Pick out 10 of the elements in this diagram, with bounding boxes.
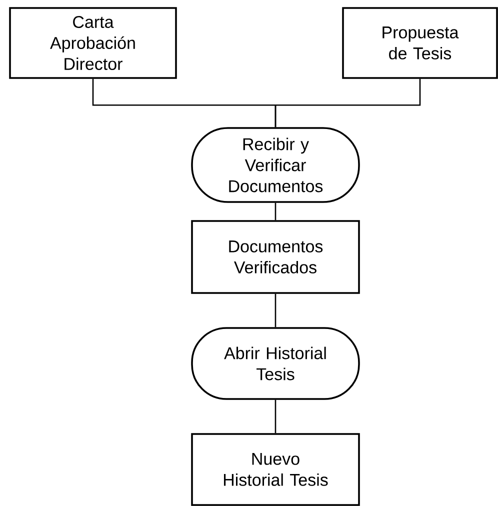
process-terminal: Abrir Historial Tesis bbox=[191, 327, 360, 400]
connector-line bbox=[274, 294, 276, 328]
document-box: Documentos Verificados bbox=[191, 220, 360, 294]
connector-line bbox=[274, 78, 421, 128]
document-box: Nuevo Historial Tesis bbox=[191, 433, 360, 506]
process-terminal: Recibir y Verificar Documentos bbox=[191, 127, 360, 203]
connector-line bbox=[274, 202, 276, 220]
document-box: Carta Aprobación Director bbox=[9, 7, 177, 79]
document-box: Propuesta de Tesis bbox=[342, 7, 498, 79]
connector-line bbox=[274, 400, 276, 434]
